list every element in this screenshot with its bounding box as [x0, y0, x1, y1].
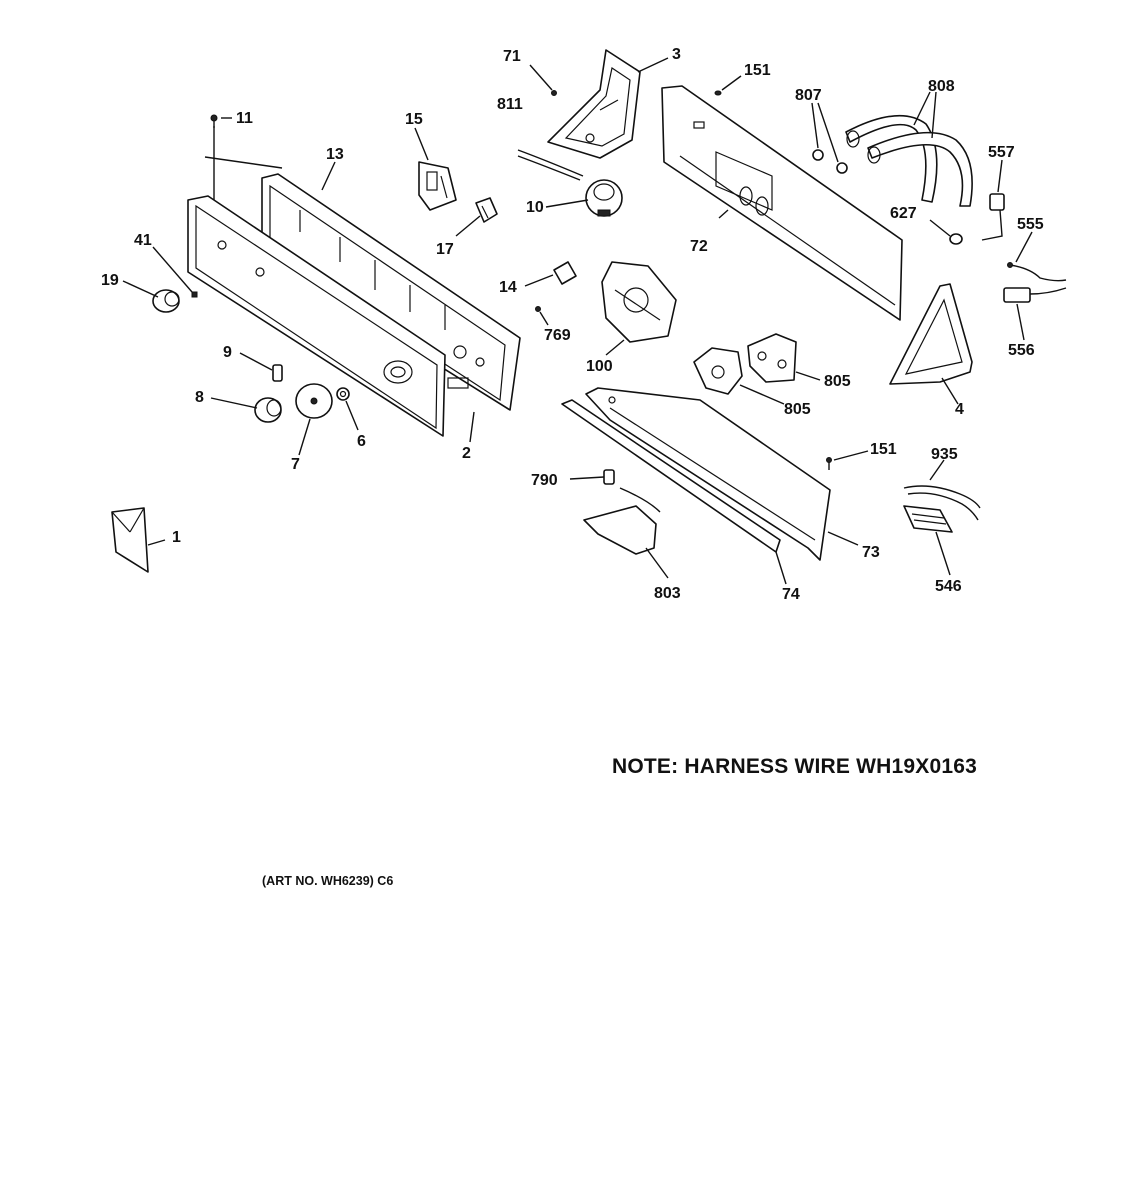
part-790-clip [603, 469, 615, 485]
callout-151-top: 151 [744, 62, 771, 79]
callout-811: 811 [497, 96, 523, 113]
callout-2: 2 [462, 445, 471, 462]
callout-151-bottom: 151 [870, 441, 897, 458]
part-9-clip [272, 364, 283, 382]
callout-627: 627 [890, 205, 917, 222]
part-808-hoses [845, 114, 973, 207]
callout-557: 557 [988, 144, 1015, 161]
part-100-timer [601, 261, 677, 343]
callout-labels: 11 13 41 19 9 8 7 6 2 1 15 17 14 769 10 … [101, 46, 1044, 603]
part-556-connector [1003, 287, 1067, 303]
callout-3: 3 [672, 46, 681, 63]
leader-lines [122, 57, 1033, 585]
part-15-switch [418, 161, 457, 211]
part-8-knob [254, 397, 282, 423]
callout-17: 17 [436, 241, 454, 258]
callout-807: 807 [795, 87, 822, 104]
part-151-screw-top [714, 90, 722, 96]
callout-73: 73 [862, 544, 880, 561]
callout-935: 935 [931, 446, 958, 463]
part-73-base [585, 387, 831, 561]
part-72-backsplash [661, 85, 903, 321]
part-7-dial [295, 383, 333, 419]
callout-803: 803 [654, 585, 681, 602]
callout-805-lower: 805 [784, 401, 811, 418]
part-74-strip [561, 399, 781, 553]
callout-19: 19 [101, 272, 119, 289]
callout-15: 15 [405, 111, 423, 128]
part-546-connector [903, 505, 953, 533]
callout-769: 769 [544, 327, 571, 344]
part-1-manual-envelope [111, 507, 149, 573]
callout-100: 100 [586, 358, 613, 375]
callout-556: 556 [1008, 342, 1035, 359]
part-811-hose [517, 90, 584, 181]
part-805-bracket [747, 333, 797, 383]
callout-1: 1 [172, 529, 181, 546]
part-17-switch [475, 197, 498, 223]
callout-6: 6 [357, 433, 366, 450]
callout-13: 13 [326, 146, 344, 163]
callout-546: 546 [935, 578, 962, 595]
part-555-wire [1007, 262, 1067, 282]
callout-8: 8 [195, 389, 204, 406]
callout-7: 7 [291, 456, 300, 473]
callout-808: 808 [928, 78, 955, 95]
part-769-screw [535, 306, 541, 312]
part-807-washers [812, 149, 848, 174]
callout-10: 10 [526, 199, 544, 216]
art-number: (ART NO. WH6239) C6 [262, 874, 394, 888]
callout-41: 41 [134, 232, 152, 249]
part-805-valve [693, 347, 743, 395]
callout-9: 9 [223, 344, 232, 361]
part-151-screw-bottom [826, 457, 832, 470]
part-935-harness [903, 485, 981, 521]
part-3-bracket [547, 49, 641, 159]
part-10-pressure-switch [585, 179, 623, 217]
callout-74: 74 [782, 586, 800, 603]
part-627-washer [949, 233, 963, 245]
callout-71: 71 [503, 48, 521, 65]
harness-wire-note: NOTE: HARNESS WIRE WH19X0163 [612, 755, 978, 778]
part-19-knob [152, 289, 198, 313]
part-2-control-panel [187, 126, 469, 437]
callout-4: 4 [955, 401, 964, 418]
callout-14: 14 [499, 279, 517, 296]
part-557-sensor [981, 193, 1005, 241]
callout-805-right: 805 [824, 373, 851, 390]
part-6-bushing [336, 387, 350, 401]
part-14-switch [553, 261, 577, 285]
part-4-end-bracket [889, 283, 973, 385]
callout-11: 11 [236, 110, 253, 127]
callout-790: 790 [531, 472, 558, 489]
part-11-screw [210, 114, 218, 128]
part-803-cover [583, 487, 661, 555]
callout-72: 72 [690, 238, 708, 255]
callout-555: 555 [1017, 216, 1044, 233]
